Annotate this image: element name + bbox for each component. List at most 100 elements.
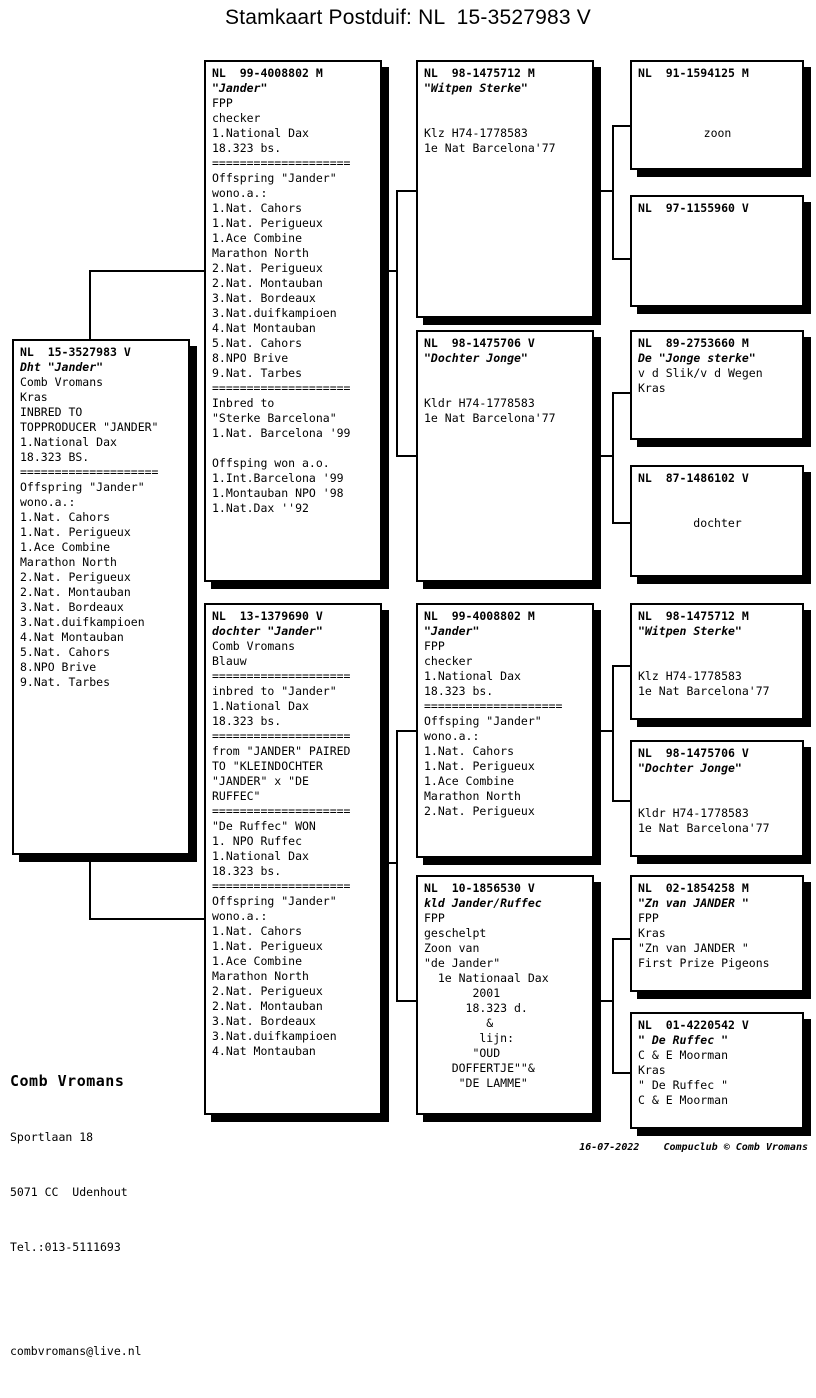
connector-g2a-bottom-arm: [396, 455, 416, 457]
pedigree-box-gen4-8[interactable]: NL 01-4220542 V " De Ruffec " C & E Moor…: [630, 1012, 804, 1129]
blank-line: [638, 111, 797, 126]
footer-date: 16-07-2022: [579, 1142, 640, 1153]
detail-line: wono.a.:: [20, 495, 76, 509]
nickname: "Witpen Sterke": [638, 624, 742, 638]
spacer: [10, 1294, 142, 1305]
ring-number: NL 15-3527983 V: [20, 345, 131, 359]
connector-g3b-top-arm: [612, 392, 630, 394]
breeder-email: combvromans@live.nl: [10, 1344, 142, 1358]
detail-line: "de Jander": [424, 956, 501, 970]
detail-line: lijn:: [424, 1031, 515, 1045]
nickname: "Jander": [212, 81, 268, 95]
pedigree-box-gen3-2[interactable]: NL 98-1475706 V "Dochter Jonge" Kldr H74…: [416, 330, 594, 582]
connector-subject-top-arm: [89, 270, 204, 272]
connector-g2a-top-arm: [396, 190, 416, 192]
blank-line: [424, 111, 587, 126]
pedigree-box-subject[interactable]: NL 15-3527983 V Dht "Jander" Comb Vroman…: [12, 339, 190, 855]
nickname: "Jander": [424, 624, 480, 638]
detail-line: 1.Nat. Perigueux: [212, 216, 323, 230]
detail-line: Kras: [20, 390, 48, 404]
footer-spacer: [639, 1142, 663, 1153]
detail-line: RUFFEC": [212, 789, 261, 803]
ring-number: NL 91-1594125 M: [638, 66, 749, 80]
blank-line: [424, 381, 587, 396]
connector-g3c-top-arm: [612, 665, 630, 667]
detail-line: "OUD: [424, 1046, 501, 1060]
pedigree-box-gen4-5[interactable]: NL 98-1475712 M "Witpen Sterke" Klz H74-…: [630, 603, 804, 720]
detail-line: Inbred to: [212, 396, 275, 410]
nickname: "Witpen Sterke": [424, 81, 528, 95]
pedigree-box-gen4-4[interactable]: NL 87-1486102 V dochter: [630, 465, 804, 577]
pedigree-chart: Stamkaart Postduif: NL 15-3527983 V NL 1…: [10, 6, 809, 1358]
detail-line: 1. NPO Ruffec: [212, 834, 303, 848]
detail-line: 1.National Dax: [212, 126, 309, 140]
connector-g2b-top-arm: [396, 730, 416, 732]
connector-g2a-vertical: [396, 190, 398, 457]
blank-line: [638, 776, 797, 791]
detail-line: 3.Nat. Bordeaux: [20, 600, 124, 614]
breeder-address-line-2: 5071 CC Udenhout: [10, 1185, 128, 1199]
detail-line: 3.Nat. Bordeaux: [212, 1014, 316, 1028]
ring-number: NL 10-1856530 V: [424, 881, 535, 895]
blank-line: [638, 486, 797, 501]
detail-line: 2.Nat. Perigueux: [212, 261, 323, 275]
connector-g3d-vertical: [612, 938, 614, 1074]
detail-line: 1e Nat Barcelona'77: [638, 684, 770, 698]
connector-g3a-top-arm: [612, 125, 630, 127]
ring-number: NL 89-2753660 M: [638, 336, 749, 350]
detail-line: 1.Int.Barcelona '99: [212, 471, 344, 485]
pedigree-box-gen4-2[interactable]: NL 97-1155960 V: [630, 195, 804, 307]
blank-line: [638, 96, 797, 111]
detail-line: &: [424, 1016, 494, 1030]
detail-line: Offspring "Jander": [20, 480, 145, 494]
detail-line: 2.Nat. Perigueux: [424, 804, 535, 818]
detail-line: Offspring "Jander": [212, 894, 337, 908]
detail-lines: zoon: [638, 81, 797, 141]
detail-line: 1.Montauban NPO '98: [212, 486, 344, 500]
connector-g3a-vertical: [612, 125, 614, 260]
connector-g2a-stem: [382, 270, 398, 272]
blank-line: [638, 81, 797, 96]
pedigree-box-gen2-dam[interactable]: NL 13-1379690 V dochter "Jander" Comb Vr…: [204, 603, 382, 1115]
pedigree-box-gen4-3[interactable]: NL 89-2753660 M De "Jonge sterke" v d Sl…: [630, 330, 804, 440]
footer-software-credit: Compuclub © Comb Vromans: [663, 1142, 809, 1153]
detail-line: ====================: [20, 465, 159, 479]
nickname: "Zn van JANDER ": [638, 896, 749, 910]
detail-line: 1.Nat. Perigueux: [20, 525, 131, 539]
detail-line: "Sterke Barcelona": [212, 411, 337, 425]
detail-line: ====================: [424, 699, 563, 713]
page-title: Stamkaart Postduif: NL 15-3527983 V: [225, 6, 591, 29]
detail-line: 1.Nat. Perigueux: [212, 939, 323, 953]
detail-line: C & E Moorman: [638, 1048, 729, 1062]
detail-line: 1.Ace Combine: [212, 231, 303, 245]
connector-g3c-stem: [596, 730, 614, 732]
blank-line: [638, 639, 797, 654]
pedigree-box-gen3-1[interactable]: NL 98-1475712 M "Witpen Sterke" Klz H74-…: [416, 60, 594, 318]
ring-number: NL 98-1475706 V: [424, 336, 535, 350]
connector-subject-bottom-arm: [89, 918, 204, 920]
nickname: "Dochter Jonge": [424, 351, 528, 365]
detail-line: Kras: [638, 381, 666, 395]
nickname: De "Jonge sterke": [638, 351, 756, 365]
connector-g3d-stem: [596, 1000, 614, 1002]
detail-line: "Zn van JANDER ": [638, 941, 749, 955]
detail-line: 4.Nat Montauban: [212, 321, 316, 335]
connector-g3d-top-arm: [612, 938, 630, 940]
pedigree-box-gen4-6[interactable]: NL 98-1475706 V "Dochter Jonge" Kldr H74…: [630, 740, 804, 857]
detail-line: 2.Nat. Montauban: [20, 585, 131, 599]
detail-line: zoon: [703, 126, 732, 140]
detail-line: 1e Nat Barcelona'77: [424, 141, 556, 155]
ring-number: NL 98-1475706 V: [638, 746, 749, 760]
pedigree-box-gen4-1[interactable]: NL 91-1594125 M zoon: [630, 60, 804, 170]
ring-number: NL 99-4008802 M: [424, 609, 535, 623]
detail-line: Marathon North: [212, 969, 309, 983]
